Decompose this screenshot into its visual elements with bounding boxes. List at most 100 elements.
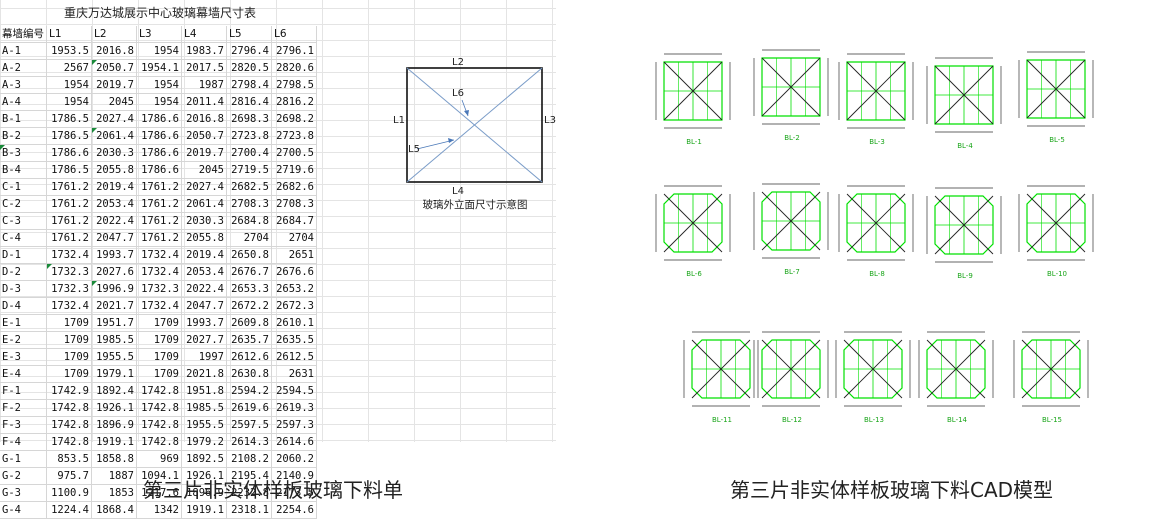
cad-panel-label: BL-14	[946, 416, 967, 424]
dimension-cell: 1224.4	[46, 501, 92, 519]
dimension-cell: 1954	[46, 76, 92, 94]
dimension-cell: 2651	[271, 246, 317, 264]
dimension-cell: 2610.1	[271, 314, 317, 332]
dimension-cell: 2045	[181, 161, 227, 179]
dimension-cell: 1993.7	[181, 314, 227, 332]
dimension-cell: 2055.8	[91, 161, 137, 179]
dimension-cell: 2594.2	[226, 382, 272, 400]
dimension-cell: 2820.5	[226, 59, 272, 77]
dimension-cell: 2254.6	[271, 501, 317, 519]
dimension-cell: 1709	[46, 365, 92, 383]
dimension-cell: 2653.2	[271, 280, 317, 298]
caption-left: 第三片非实体样板玻璃下料单	[143, 478, 403, 502]
dimension-cell: 1732.4	[46, 246, 92, 264]
dimension-cell: 2053.4	[91, 195, 137, 213]
dimension-cell: 1742.9	[46, 382, 92, 400]
dimension-cell: 2609.8	[226, 314, 272, 332]
dimension-cell: 2614.6	[271, 433, 317, 451]
dimension-cell: 1786.5	[46, 127, 92, 145]
dimension-cell: 1761.2	[136, 178, 182, 196]
cad-panel-label: BL-11	[711, 416, 732, 424]
dimension-cell: 1742.8	[136, 433, 182, 451]
dimension-cell: 2027.4	[91, 110, 137, 128]
dimension-cell: 1742.8	[136, 416, 182, 434]
curtain-wall-id: C-3	[0, 212, 47, 230]
dimension-cell: 1732.4	[136, 297, 182, 315]
dimension-cell: 2719.6	[271, 161, 317, 179]
dimension-cell: 2816.2	[271, 93, 317, 111]
cad-panel: BL-9	[923, 182, 1007, 292]
column-header: L5	[226, 26, 272, 43]
dimension-cell: 1786.6	[136, 127, 182, 145]
dimension-cell: 2682.6	[271, 178, 317, 196]
curtain-wall-id: C-1	[0, 178, 47, 196]
curtain-wall-id: F-4	[0, 433, 47, 451]
curtain-wall-id: C-4	[0, 229, 47, 247]
dimension-cell: 1858.8	[91, 450, 137, 468]
dimension-cell: 1761.2	[46, 229, 92, 247]
curtain-wall-id: E-4	[0, 365, 47, 383]
dimension-cell: 2053.4	[181, 263, 227, 281]
dimension-cell: 1887	[91, 467, 137, 485]
dimension-cell: 1955.5	[91, 348, 137, 366]
dimension-cell: 1896.9	[181, 484, 227, 502]
dimension-cell: 2061.4	[91, 127, 137, 145]
dimension-cell: 2030.3	[91, 144, 137, 162]
dimension-cell: 2060.2	[271, 450, 317, 468]
dimension-cell: 2047.7	[91, 229, 137, 247]
dimension-cell: 2232.8	[226, 484, 272, 502]
dimension-cell: 1997	[181, 348, 227, 366]
curtain-wall-id: G-4	[0, 501, 47, 519]
dimension-cell: 2195.4	[226, 467, 272, 485]
curtain-wall-id: A-4	[0, 93, 47, 111]
curtain-wall-id: G-3	[0, 484, 47, 502]
dimension-cell: 2635.5	[271, 331, 317, 349]
curtain-wall-id: A-2	[0, 59, 47, 77]
dimension-cell: 1955.5	[181, 416, 227, 434]
cad-panel: BL-1	[652, 48, 736, 158]
dimension-cell: 2798.4	[226, 76, 272, 94]
dimension-cell: 2140.9	[271, 467, 317, 485]
curtain-wall-id: D-3	[0, 280, 47, 298]
cad-panel-label: BL-9	[957, 272, 973, 280]
dimension-cell: 2019.4	[181, 246, 227, 264]
curtain-wall-id: B-2	[0, 127, 47, 145]
curtain-wall-id: F-1	[0, 382, 47, 400]
column-header: 幕墙编号	[0, 26, 47, 43]
dimension-cell: 2597.3	[271, 416, 317, 434]
cad-panel-label: BL-15	[1041, 416, 1062, 424]
dimension-cell: 969	[136, 450, 182, 468]
dimension-cell: 2016.8	[91, 42, 137, 60]
dimension-cell: 1761.2	[46, 212, 92, 230]
dimension-cell: 1732.3	[136, 280, 182, 298]
dimension-cell: 1786.6	[136, 110, 182, 128]
curtain-wall-id: C-2	[0, 195, 47, 213]
dimension-cell: 1896.9	[91, 416, 137, 434]
column-header: L4	[181, 26, 227, 43]
dimension-cell: 853.5	[46, 450, 92, 468]
dimension-cell: 2597.5	[226, 416, 272, 434]
label-l1: L1	[393, 115, 405, 126]
column-header: L2	[91, 26, 137, 43]
dimension-cell: 1954	[136, 76, 182, 94]
dimension-cell: 2021.7	[91, 297, 137, 315]
label-l4: L4	[452, 186, 464, 197]
dimension-cell: 1919.1	[91, 433, 137, 451]
dimension-cell: 1953.5	[46, 42, 92, 60]
dimension-cell: 1742.8	[46, 433, 92, 451]
dimension-cell: 1954	[136, 42, 182, 60]
dimension-cell: 1979.2	[181, 433, 227, 451]
cad-panel-label: BL-13	[863, 416, 884, 424]
dimension-cell: 2682.5	[226, 178, 272, 196]
cad-panel: BL-15	[1010, 326, 1094, 436]
dimension-cell: 1951.7	[91, 314, 137, 332]
